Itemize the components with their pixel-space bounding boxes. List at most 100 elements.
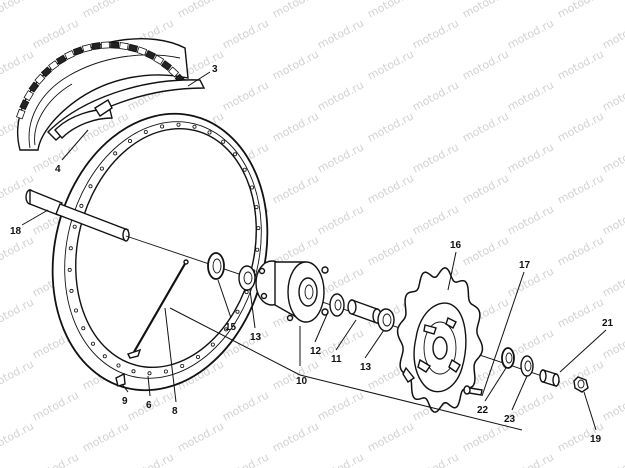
watermark-text: motod.ru (315, 16, 366, 51)
watermark-text: motod.ru (365, 0, 416, 21)
spoke-hole (195, 354, 200, 359)
watermark-text: motod.ru (315, 202, 366, 237)
tread-block (127, 43, 139, 53)
watermark-text: motod.ru (0, 233, 36, 268)
tread-block (40, 66, 52, 78)
assembly-bracket (169, 307, 523, 431)
watermark-text: motod.ru (555, 233, 606, 268)
spoke-hole (255, 247, 260, 252)
watermark-text: motod.ru (315, 78, 366, 113)
leader-lines (21, 71, 607, 431)
watermark-text: motod.ru (365, 233, 416, 268)
spoke-hole (69, 288, 74, 293)
watermark-text: motod.ru (80, 419, 131, 454)
callout-3: 3 (212, 64, 218, 75)
watermark-text: motod.ru (0, 295, 36, 330)
watermark-text: motod.ru (270, 0, 321, 21)
watermark-text: motod.ru (270, 109, 321, 144)
brake-disc (396, 267, 484, 413)
watermark-text: motod.ru (505, 202, 556, 237)
tire (16, 38, 189, 151)
axle-collar (539, 369, 560, 387)
rim (51, 112, 269, 392)
spoke-hole (91, 341, 96, 346)
spoke-hole (113, 151, 118, 156)
spoke-hole (88, 184, 93, 189)
spoke-hole (127, 138, 132, 143)
watermark-text: motod.ru (600, 388, 625, 423)
watermark-text: motod.ru (0, 0, 36, 21)
watermark-text: motod.ru (365, 47, 416, 82)
callout-12: 12 (310, 346, 322, 357)
watermark-text: motod.ru (30, 16, 81, 51)
callout-4: 4 (55, 164, 61, 175)
tread-block (81, 43, 93, 53)
watermark-text: motod.ru (460, 233, 511, 268)
watermark-text: motod.ru (80, 0, 131, 21)
axle-nut (573, 376, 589, 393)
watermark-text: motod.ru (270, 419, 321, 454)
watermark-text: motod.ru (410, 78, 461, 113)
spoke (127, 259, 189, 359)
tread-block (72, 46, 84, 56)
watermark-text: motod.ru (555, 109, 606, 144)
callout-23: 23 (504, 414, 516, 425)
tread-block (48, 60, 60, 71)
spoke-hole (81, 326, 86, 331)
spoke-hole (99, 166, 104, 171)
spoke-hole (68, 246, 73, 251)
spoke-hole (147, 371, 152, 376)
spoke-hole (176, 122, 181, 127)
watermark-text: motod.ru (270, 47, 321, 82)
watermark-text: motod.ru (315, 450, 366, 468)
watermark-text: motod.ru (460, 47, 511, 82)
spoke-hole (235, 309, 240, 314)
bearing-12 (329, 293, 345, 317)
spoke-hole (232, 152, 237, 157)
spoke-hole (143, 129, 148, 134)
bearing-right (377, 308, 395, 332)
watermark-text: motod.ru (555, 295, 606, 330)
watermark-text: motod.ru (410, 140, 461, 175)
spoke-hole (180, 363, 185, 368)
watermark-text: motod.ru (460, 171, 511, 206)
tread-block (28, 81, 40, 93)
watermark-text: motod.ru (505, 450, 556, 468)
watermark-text: motod.ru (600, 202, 625, 237)
tread-block (110, 41, 120, 49)
spoke-hole (72, 224, 77, 229)
spoke-hole (221, 139, 226, 144)
watermark-text: motod.ru (600, 450, 625, 468)
spoke-hole (79, 203, 84, 208)
tread-block (55, 54, 67, 65)
spoke-hole (74, 308, 79, 313)
spoke-hole (242, 167, 247, 172)
watermark-text: motod.ru (220, 388, 271, 423)
spoke-hole (207, 130, 212, 135)
watermark-text: motod.ru (315, 388, 366, 423)
tread-block (91, 42, 101, 51)
spoke-hole (224, 327, 229, 332)
tread-block (100, 41, 110, 49)
spoke-hole (256, 226, 261, 231)
bearing-23 (520, 355, 534, 377)
callout-6: 6 (146, 400, 152, 411)
tread-block (23, 90, 34, 102)
callout-17: 17 (519, 260, 531, 271)
bearing-left (238, 265, 256, 291)
watermark-text: motod.ru (365, 109, 416, 144)
spoke-hole (131, 369, 136, 374)
spoke-hole (160, 124, 165, 129)
callout-10: 10 (296, 376, 308, 387)
tread-block (34, 73, 46, 85)
spoke-hole (210, 342, 215, 347)
watermark-text: motod.ru (600, 16, 625, 51)
watermark-text: motod.ru (315, 140, 366, 175)
watermark-text: motod.ru (30, 388, 81, 423)
watermark-text: motod.ru (30, 450, 81, 468)
watermark-text: motod.ru (0, 357, 36, 392)
spoke-hole (249, 185, 254, 190)
watermark-text: motod.ru (505, 16, 556, 51)
tread-block (145, 50, 156, 60)
watermark-text: motod.ru (270, 171, 321, 206)
